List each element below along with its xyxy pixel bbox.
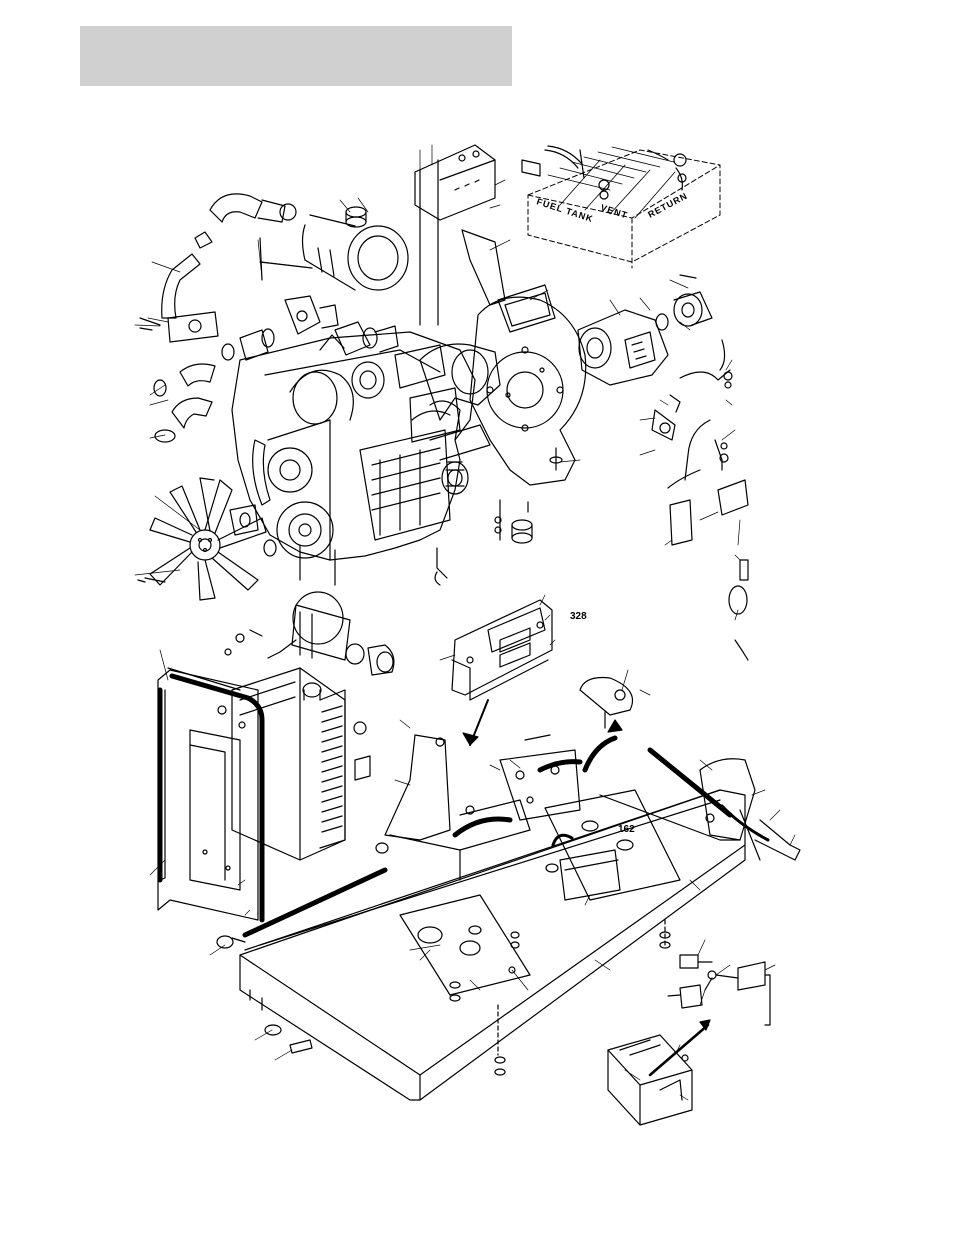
fuel-tank-label: FUEL TANK xyxy=(535,196,594,224)
engine-mount-rear xyxy=(545,790,680,900)
engine-mounts xyxy=(435,448,562,585)
control-module-plate xyxy=(452,600,552,745)
fuel-line-right xyxy=(652,340,748,660)
hydraulic-pump xyxy=(578,275,712,385)
cable-arrow xyxy=(608,720,622,732)
radiator-core xyxy=(232,668,388,860)
intake-pipe xyxy=(140,254,218,342)
heavy-cables xyxy=(455,738,730,835)
muffler-assembly xyxy=(700,759,800,860)
base-frame xyxy=(240,790,745,1100)
callout-leaders xyxy=(135,145,795,1100)
callout-328: 328 xyxy=(570,611,587,622)
flywheel-housing xyxy=(470,285,586,485)
coolant-hoses xyxy=(154,364,215,442)
thermostat-housing xyxy=(222,296,398,360)
engine-block xyxy=(232,332,490,585)
air-intake-hose xyxy=(195,194,296,248)
vent-label: VENT xyxy=(599,202,629,220)
battery xyxy=(608,1020,710,1125)
radiator-shroud xyxy=(158,668,258,920)
callout-162: 162 xyxy=(618,824,635,835)
fuel-tank-fittings xyxy=(522,146,686,199)
base-cable xyxy=(245,870,385,935)
small-wiring-diagram xyxy=(665,920,770,1025)
support-bracket xyxy=(385,678,633,881)
cooling-fan xyxy=(138,478,276,600)
base-hardware xyxy=(217,926,670,1075)
mount-plate-top xyxy=(415,145,505,325)
air-filter-lower xyxy=(225,592,394,675)
